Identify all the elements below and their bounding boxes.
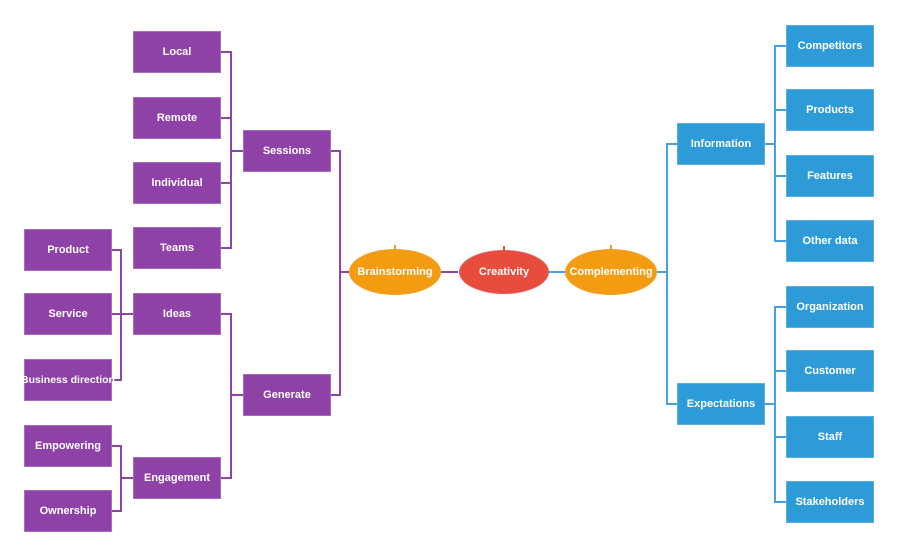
connector-ideas-product xyxy=(112,249,133,315)
connector-ideas-business-direction xyxy=(112,313,133,381)
connector-expectations-customer xyxy=(765,370,786,405)
node-customer[interactable]: Customer xyxy=(786,350,874,392)
connector-complementing-information xyxy=(657,143,677,273)
node-organization[interactable]: Organization xyxy=(786,286,874,328)
connector-information-products xyxy=(765,109,786,145)
connector-information-other-data xyxy=(765,143,786,242)
connector-expectations-stakeholders xyxy=(765,403,786,503)
connector-brainstorming-sessions xyxy=(331,150,349,273)
node-other-data[interactable]: Other data xyxy=(786,220,874,262)
node-complementing[interactable]: Complementing xyxy=(565,245,657,295)
connector-generate-ideas xyxy=(221,313,243,396)
node-information[interactable]: Information xyxy=(677,123,765,165)
node-expectations[interactable]: Expectations xyxy=(677,383,765,425)
connector-sessions-teams xyxy=(221,150,243,249)
node-creativity[interactable]: Creativity xyxy=(459,246,549,294)
node-sessions[interactable]: Sessions xyxy=(243,130,331,172)
node-stakeholders[interactable]: Stakeholders xyxy=(786,481,874,523)
connector-brainstorming-generate xyxy=(331,271,349,396)
connector-complementing-expectations xyxy=(657,271,677,405)
node-staff[interactable]: Staff xyxy=(786,416,874,458)
node-ideas[interactable]: Ideas xyxy=(133,293,221,335)
node-competitors[interactable]: Competitors xyxy=(786,25,874,67)
connector-engagement-empowering xyxy=(112,445,133,479)
connector-engagement-ownership xyxy=(112,477,133,512)
node-service[interactable]: Service xyxy=(24,293,112,335)
node-features[interactable]: Features xyxy=(786,155,874,197)
node-ownership[interactable]: Ownership xyxy=(24,490,112,532)
node-engagement[interactable]: Engagement xyxy=(133,457,221,499)
node-products[interactable]: Products xyxy=(786,89,874,131)
node-local[interactable]: Local xyxy=(133,31,221,73)
node-business-direction[interactable]: Business direction xyxy=(21,359,115,401)
node-individual[interactable]: Individual xyxy=(133,162,221,204)
connector-sessions-remote xyxy=(221,117,243,152)
connector-generate-engagement xyxy=(221,394,243,479)
node-product[interactable]: Product xyxy=(24,229,112,271)
node-empowering[interactable]: Empowering xyxy=(24,425,112,467)
node-remote[interactable]: Remote xyxy=(133,97,221,139)
node-generate[interactable]: Generate xyxy=(243,374,331,416)
node-brainstorming[interactable]: Brainstorming xyxy=(349,245,441,295)
node-teams[interactable]: Teams xyxy=(133,227,221,269)
